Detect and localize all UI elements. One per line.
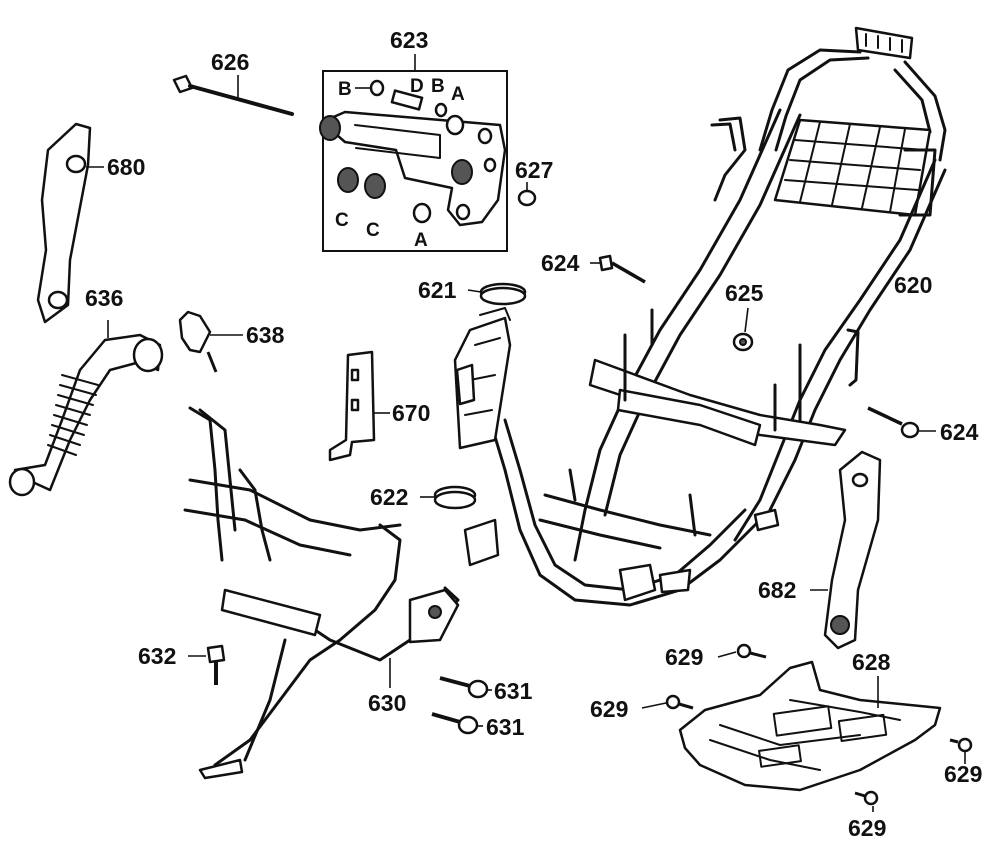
label-622: 622 (370, 484, 408, 510)
label-624-upper: 624 (541, 250, 580, 276)
letter-c-left: C (335, 210, 349, 231)
letter-d: D (410, 76, 424, 97)
bolt-631-lower (431, 712, 483, 735)
nut-625 (732, 307, 754, 352)
ring-621 (467, 282, 527, 306)
ring-622 (420, 485, 477, 510)
label-670: 670 (392, 400, 430, 426)
bolt-624-lower (867, 406, 936, 439)
label-620: 620 (894, 272, 932, 298)
label-629-c: 629 (944, 761, 982, 787)
label-627: 627 (515, 157, 553, 183)
letter-b-left: B (338, 79, 352, 100)
label-629-a: 629 (665, 644, 703, 670)
label-625: 625 (725, 280, 764, 306)
label-636: 636 (85, 285, 123, 311)
letter-a-bottom: A (414, 230, 428, 251)
plate-670 (328, 350, 390, 462)
label-630: 630 (368, 690, 406, 716)
screw-629-d (854, 790, 879, 812)
label-623: 623 (390, 27, 428, 53)
screw-629-a (717, 643, 767, 659)
plate-682 (810, 450, 882, 650)
label-631-lower: 631 (486, 714, 525, 740)
bolt-624-upper (590, 254, 646, 284)
label-629-d: 629 (848, 815, 886, 841)
label-680: 680 (107, 154, 145, 180)
part-labels: 623 626 680 627 624 621 620 625 636 638 … (85, 27, 982, 841)
bolt-632 (188, 644, 226, 685)
label-638: 638 (246, 322, 285, 348)
letter-b-right: B (431, 76, 445, 97)
screw-629-c (949, 737, 973, 764)
label-626: 626 (211, 49, 249, 75)
long-bolt-626 (172, 74, 294, 116)
duct-636 (8, 320, 164, 497)
undertray-628 (678, 660, 942, 792)
label-621: 621 (418, 277, 457, 303)
bolt-631-upper (439, 676, 492, 699)
label-682: 682 (758, 577, 796, 603)
nut-627 (517, 182, 537, 207)
label-624-lower: 624 (940, 419, 979, 445)
stand-630 (183, 406, 460, 780)
clamp-638 (178, 310, 243, 373)
bushing-letter-labels: B D B A C C A (335, 76, 465, 251)
label-629-b: 629 (590, 696, 628, 722)
label-631-upper: 631 (494, 678, 533, 704)
letter-c-right: C (366, 220, 380, 241)
bracket-assembly-box (319, 54, 508, 252)
plate-680 (36, 122, 104, 324)
letter-a-top: A (451, 84, 465, 105)
label-632: 632 (138, 643, 176, 669)
label-628: 628 (852, 649, 891, 675)
main-frame-part (453, 26, 947, 607)
screw-629-b (641, 694, 694, 710)
